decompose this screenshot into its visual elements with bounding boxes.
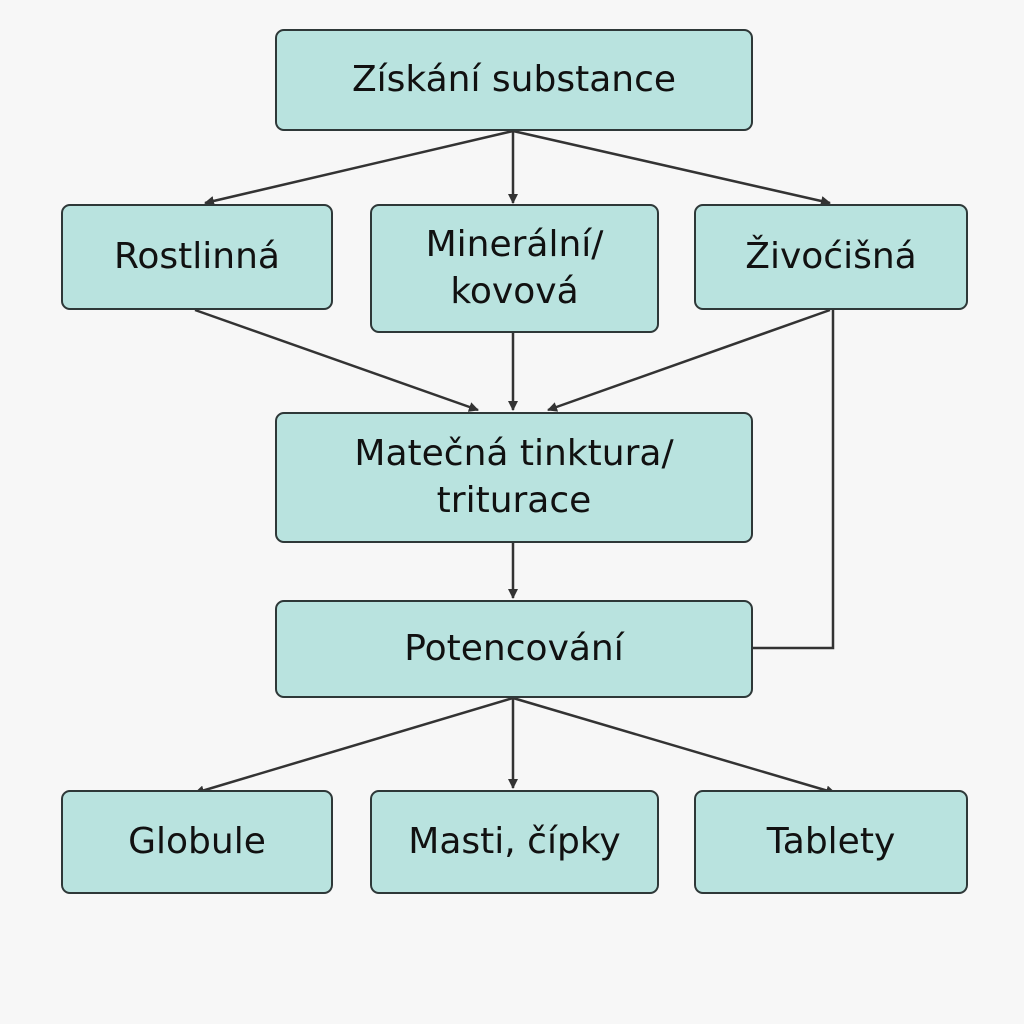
node-ointments: Masti, čípky [370, 790, 659, 894]
node-mother-tincture: Matečná tinktura/ triturace [275, 412, 753, 543]
node-globules-label: Globule [128, 820, 266, 862]
arrow-plant-to-mother [194, 308, 479, 412]
node-source-label: Získání substance [351, 58, 677, 100]
node-mineral-label: Minerální/ kovová [425, 223, 604, 312]
node-ointments-label: Masti, čípky [408, 820, 621, 862]
node-potency-label: Potencování [404, 627, 624, 669]
node-mineral: Minerální/ kovová [370, 204, 659, 333]
arrow-potency-to-globules [194, 696, 514, 796]
node-mother-tincture-label: Matečná tinktura/ triturace [354, 432, 674, 521]
arrow-potency-to-tablets [512, 696, 836, 796]
node-tablets: Tablety [694, 790, 968, 894]
node-tablets-label: Tablety [766, 820, 896, 862]
node-plant: Rostlinná [61, 204, 333, 310]
node-potency: Potencování [275, 600, 753, 698]
arrow-source-to-plant [204, 129, 514, 206]
node-animal-label: Živoćišná [745, 235, 917, 277]
arrow-source-to-animal [512, 129, 831, 206]
node-animal: Živoćišná [694, 204, 968, 310]
arrow-animal-to-mother [547, 308, 831, 412]
line-animal-to-potency [753, 310, 835, 650]
node-source: Získání substance [275, 29, 753, 131]
node-globules: Globule [61, 790, 333, 894]
node-plant-label: Rostlinná [114, 235, 280, 277]
